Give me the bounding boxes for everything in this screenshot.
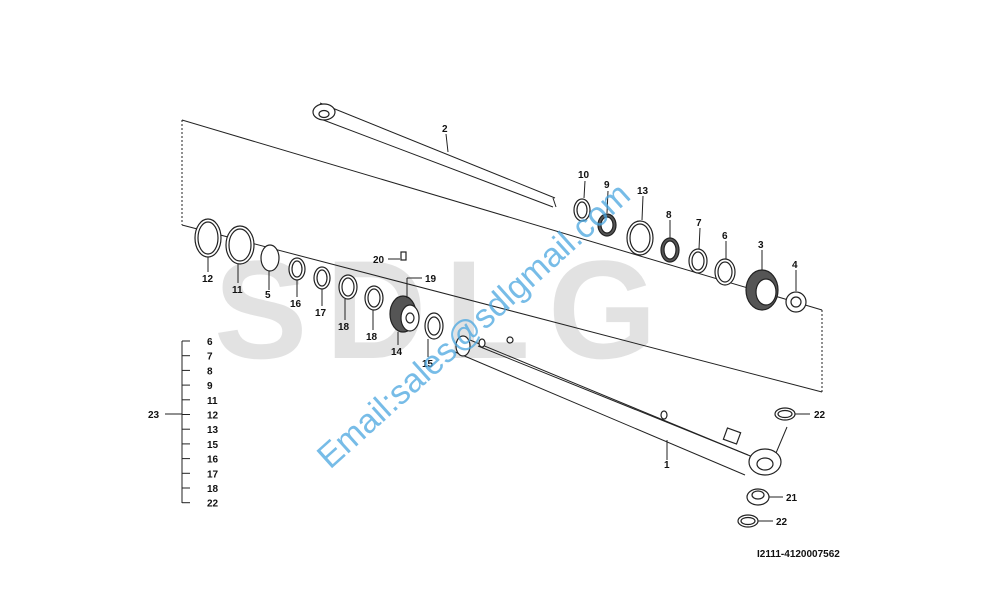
kit-id: 23 bbox=[148, 410, 160, 421]
callout-4: 4 bbox=[792, 260, 798, 271]
callout-7: 7 bbox=[696, 218, 702, 229]
sdlg-watermark-logo: SDLG bbox=[214, 231, 675, 388]
callout-16: 16 bbox=[290, 299, 302, 310]
kit-23-list: 23 6 7 8 9 11 12 13 15 16 17 18 22 bbox=[148, 337, 219, 510]
callout-21: 21 bbox=[786, 493, 798, 504]
callout-11: 11 bbox=[232, 285, 243, 296]
callout-22a: 22 bbox=[814, 410, 826, 421]
leader-lines bbox=[207, 133, 810, 522]
callout-20: 20 bbox=[373, 255, 385, 266]
callout-5: 5 bbox=[265, 290, 271, 301]
callout-18a: 18 bbox=[338, 322, 350, 333]
kit-item-9: 9 bbox=[207, 381, 213, 392]
callout-18b: 18 bbox=[366, 332, 378, 343]
eye-end-parts bbox=[737, 407, 796, 528]
callout-3: 3 bbox=[758, 240, 764, 251]
ring-5 bbox=[260, 244, 280, 272]
callout-17: 17 bbox=[315, 308, 327, 319]
callout-22b: 22 bbox=[776, 517, 788, 528]
seal-group-left bbox=[194, 218, 444, 340]
callout-6: 6 bbox=[722, 231, 728, 242]
kit-item-12: 12 bbox=[207, 411, 219, 422]
callout-2: 2 bbox=[442, 124, 448, 135]
drawing-number: I2111-4120007562 bbox=[757, 549, 840, 560]
kit-item-15: 15 bbox=[207, 440, 219, 451]
seal-group-right bbox=[573, 198, 807, 313]
assembly-guide-lines bbox=[181, 119, 823, 393]
callout-14: 14 bbox=[391, 347, 403, 358]
callout-labels: 1 2 3 4 5 6 7 8 9 10 11 12 13 14 15 16 1… bbox=[202, 124, 826, 528]
kit-item-18: 18 bbox=[207, 484, 219, 495]
callout-10: 10 bbox=[578, 170, 590, 181]
callout-15: 15 bbox=[422, 359, 434, 370]
kit-item-11: 11 bbox=[207, 396, 218, 407]
kit-item-8: 8 bbox=[207, 366, 213, 377]
piston-rod bbox=[312, 102, 557, 208]
svg-text:SDLG: SDLG bbox=[214, 231, 675, 388]
callout-19: 19 bbox=[425, 274, 437, 285]
callout-1: 1 bbox=[664, 460, 670, 471]
kit-item-17: 17 bbox=[207, 469, 219, 480]
callout-13: 13 bbox=[637, 186, 649, 197]
kit-item-7: 7 bbox=[207, 352, 213, 363]
callout-8: 8 bbox=[666, 210, 672, 221]
kit-item-16: 16 bbox=[207, 455, 219, 466]
cylinder-barrel bbox=[454, 335, 788, 476]
kit-item-6: 6 bbox=[207, 337, 213, 348]
kit-item-13: 13 bbox=[207, 425, 219, 436]
screw-20 bbox=[400, 251, 407, 261]
callout-9: 9 bbox=[604, 180, 610, 191]
callout-12: 12 bbox=[202, 274, 214, 285]
kit-item-22: 22 bbox=[207, 499, 219, 510]
